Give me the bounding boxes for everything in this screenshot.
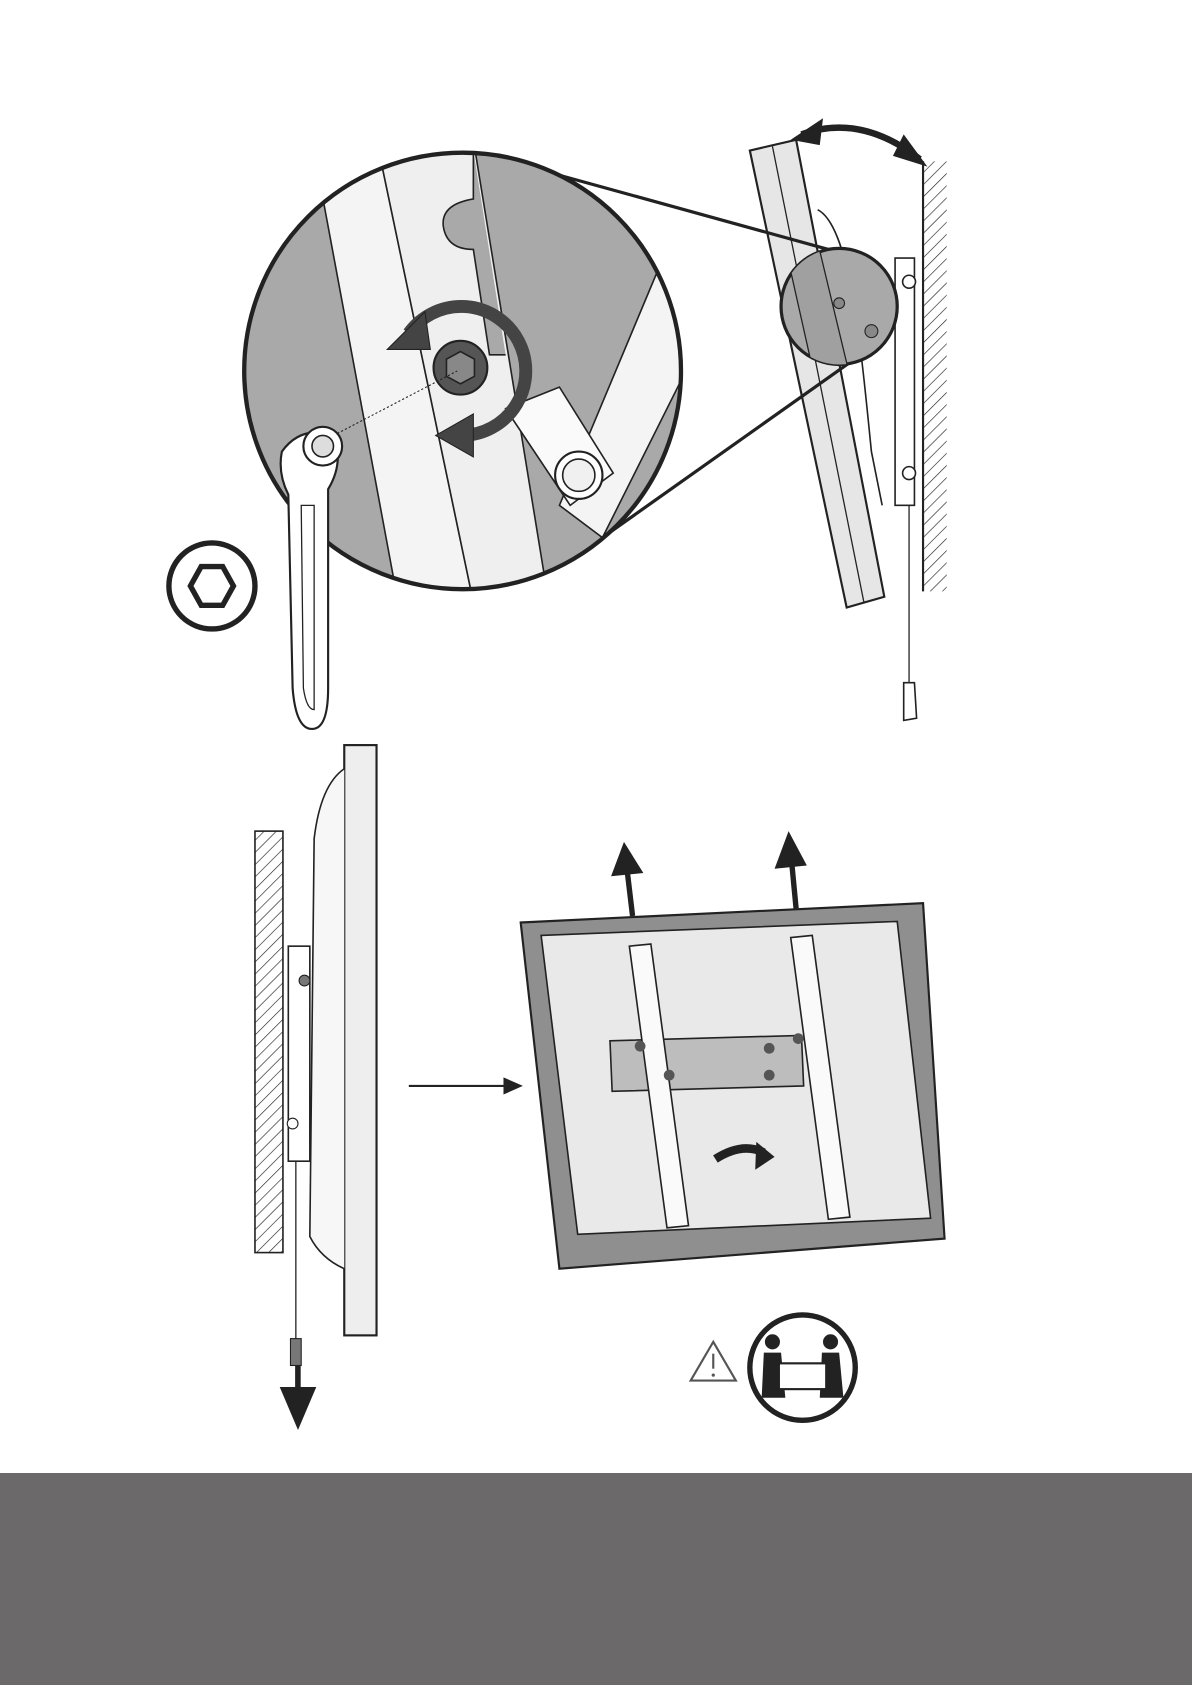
rotate-arrow-icon: [385, 300, 533, 458]
caution-icon: [688, 1339, 738, 1382]
tilt-arrow-icon: [790, 118, 928, 167]
two-person-lift-icon: [747, 1312, 858, 1424]
hex-socket-icon: [166, 540, 258, 632]
rotate-arrow-icon: [713, 1141, 775, 1170]
instruction-illustration: [166, 118, 947, 1430]
tilted-tv-side-view: [748, 138, 947, 722]
pull-down-arrow-icon: [279, 1365, 317, 1430]
footer-band: [0, 1473, 1192, 1685]
magnified-detail: [242, 150, 899, 592]
lift-up-arrow-icon: [611, 831, 807, 917]
tv-back-view: [519, 902, 946, 1270]
socket-wrench-icon: [279, 425, 344, 731]
tv-side-view-flat: [254, 744, 378, 1387]
